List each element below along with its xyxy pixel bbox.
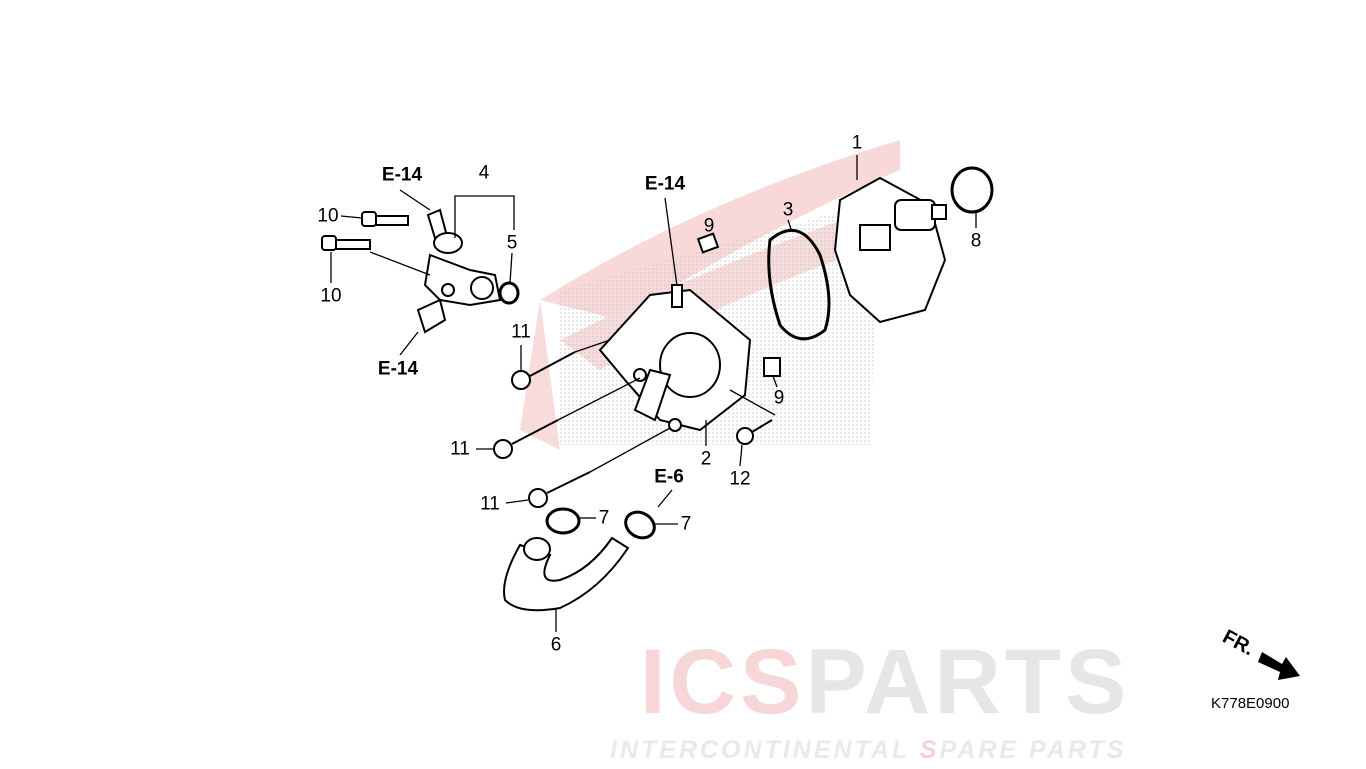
part-3-gasket [767, 229, 831, 341]
part-5-o-ring [498, 281, 520, 305]
part-7-clamp [545, 507, 581, 535]
part-9-dowel [763, 357, 781, 377]
part-1-water-pump [833, 176, 947, 324]
part-4-housing [416, 208, 502, 334]
callout-7: 7 [680, 513, 692, 535]
callout-7: 7 [598, 507, 610, 529]
callout-2: 2 [700, 448, 712, 470]
callout-11: 11 [480, 493, 500, 515]
diagram-code: K778E0900 [1211, 695, 1290, 712]
watermark-tagline-c: PARE PARTS [939, 736, 1127, 764]
watermark-brand-ics: ICS [640, 631, 806, 733]
callout-4: 4 [478, 162, 490, 184]
part-10-bolts [321, 211, 409, 251]
callout-6: 6 [550, 634, 562, 656]
watermark-tagline: INTERCONTINENTAL SPARE PARTS [610, 738, 1126, 763]
front-direction-arrow [1258, 652, 1300, 680]
hose-end [523, 537, 551, 561]
watermark-tagline-a: INTERCONTINENTAL [610, 736, 920, 764]
part-9-dowel [696, 232, 720, 254]
part-8-o-ring [950, 166, 994, 214]
watermark-brand-parts: PARTS [805, 631, 1131, 733]
part-2-pump-cover [598, 284, 752, 432]
callout-5: 5 [506, 232, 518, 254]
part-11-bolts [493, 351, 773, 508]
callout-8: 8 [970, 230, 982, 252]
part-6-hose [503, 536, 630, 612]
callout-1: 1 [851, 132, 863, 154]
callout-3: 3 [782, 199, 794, 221]
callout-11: 11 [450, 438, 470, 460]
reference-e14[interactable]: E-14 [377, 358, 419, 380]
reference-e6[interactable]: E-6 [654, 466, 684, 488]
reference-e14[interactable]: E-14 [381, 164, 423, 186]
reference-e14[interactable]: E-14 [644, 173, 686, 195]
callout-9: 9 [703, 215, 715, 237]
watermark-brand: ICSPARTS [640, 636, 1130, 728]
callout-9: 9 [773, 387, 785, 409]
watermark-tagline-b: S [919, 736, 940, 764]
part-7-clamp [624, 510, 656, 540]
callout-10: 10 [317, 205, 339, 227]
leader-lines [330, 155, 977, 632]
callout-11: 11 [511, 321, 531, 343]
callout-12: 12 [729, 468, 751, 490]
callout-10: 10 [320, 285, 342, 307]
